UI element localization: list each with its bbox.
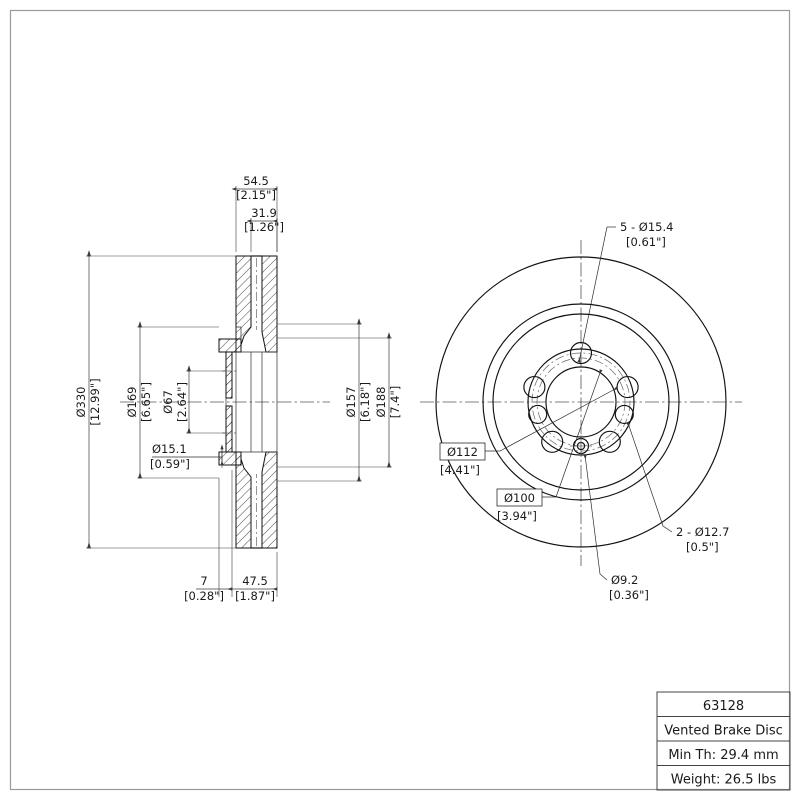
hat-wall-lower xyxy=(225,405,233,453)
leader-small-hole-face xyxy=(583,454,608,581)
inboard-rotor-plate-lower xyxy=(261,451,278,549)
rotor-inner-circle xyxy=(482,303,680,501)
retainer-hole-1 xyxy=(614,404,634,424)
callout-small-hole-mm: Ø9.2 xyxy=(611,573,638,587)
small-hole-group xyxy=(570,435,592,457)
cross-section-view: 54.5 [2.15"] 31.9 [1.26"] Ø330 [12.99"] … xyxy=(74,174,402,603)
dim-small-hole-in: [0.59"] xyxy=(150,457,190,471)
leader-lug-holes xyxy=(577,226,608,363)
pilot-circle-100 xyxy=(536,357,626,447)
dim-rotor-thickness-mm: 31.9 xyxy=(251,206,277,220)
dim-rotor-thickness-in: [1.26"] xyxy=(244,220,284,234)
dim-hat-height-in: [0.28"] xyxy=(184,589,224,603)
callout-lug-holes-mm: 5 - Ø15.4 xyxy=(620,220,673,234)
lug-hole-4 xyxy=(541,430,564,453)
hat-wall-upper xyxy=(225,351,233,399)
dim-center-bore-mm: Ø67 xyxy=(161,390,175,414)
title-block-description: Vented Brake Disc xyxy=(664,724,783,739)
callout-lug-holes-in: [0.61"] xyxy=(626,235,666,249)
dim-vane-diameter-mm: Ø188 xyxy=(374,386,388,417)
callout-retainer-holes-in: [0.5"] xyxy=(686,540,719,554)
leader-bolt-circle xyxy=(485,386,619,452)
dim-overall-width-mm: 54.5 xyxy=(243,174,269,188)
dim-small-hole-mm: Ø15.1 xyxy=(152,442,187,456)
dim-outer-diameter-in: [12.99"] xyxy=(88,378,102,425)
callout-bolt-circle-in: [4.41"] xyxy=(440,463,480,477)
callout-pilot-circle-mm: Ø100 xyxy=(504,491,535,505)
callout-box-bolt-circle xyxy=(439,442,486,461)
lug-hole-3 xyxy=(598,430,621,453)
lug-hole-5 xyxy=(523,376,546,399)
dim-hat-offset-mm: 47.5 xyxy=(242,574,268,588)
rotor-outer-circle xyxy=(435,256,727,548)
dim-inner-rotor-diameter-in: [6.18"] xyxy=(358,382,372,422)
dim-hat-offset-in: [1.87"] xyxy=(235,589,275,603)
lug-hole-1 xyxy=(569,341,593,365)
dim-hat-height-mm: 7 xyxy=(200,574,207,588)
callout-bolt-circle-mm: Ø112 xyxy=(447,445,478,459)
sheet-border xyxy=(9,9,791,791)
inboard-rotor-plate-upper xyxy=(261,255,278,353)
title-block-weight: Weight: 26.5 lbs xyxy=(671,773,777,788)
callout-retainer-holes-mm: 2 - Ø12.7 xyxy=(676,525,729,539)
title-block-min-thickness: Min Th: 29.4 mm xyxy=(668,748,778,763)
callout-pilot-circle-in: [3.94"] xyxy=(497,509,537,523)
dim-inner-rotor-diameter-mm: Ø157 xyxy=(344,386,358,417)
retainer-hole-2 xyxy=(528,404,548,424)
title-block: 63128 Vented Brake Disc Min Th: 29.4 mm … xyxy=(656,691,791,791)
leader-pilot-circle xyxy=(542,369,603,498)
bolt-circle-112 xyxy=(531,352,631,452)
dim-outer-diameter-mm: Ø330 xyxy=(74,386,88,417)
dim-hat-flange-diameter-mm: Ø169 xyxy=(125,386,139,417)
lug-hole-group xyxy=(523,341,639,453)
retainer-hole-group xyxy=(528,404,634,424)
hat-flange-circle xyxy=(492,313,670,491)
dim-vane-diameter-in: [7.4"] xyxy=(388,386,402,419)
callout-small-hole-in: [0.36"] xyxy=(609,588,649,602)
face-view: 5 - Ø15.4 [0.61"] Ø112 [4.41"] Ø100 [3.9… xyxy=(420,220,742,602)
title-block-part-number: 63128 xyxy=(703,699,744,714)
dim-center-bore-in: [2.64"] xyxy=(175,382,189,422)
callout-box-pilot-circle xyxy=(496,488,543,507)
dim-hat-flange-diameter-in: [6.65"] xyxy=(139,382,153,422)
leader-retainer-holes xyxy=(626,422,673,533)
dim-overall-width-in: [2.15"] xyxy=(236,188,276,202)
